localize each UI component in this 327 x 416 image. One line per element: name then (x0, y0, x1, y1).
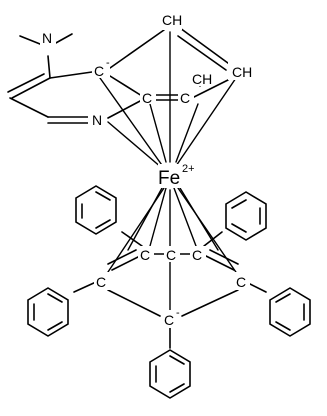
ph-c-right-upper-label: C (192, 247, 202, 263)
carbanion-upper-label: C (94, 63, 104, 79)
fe-bond-u5 (175, 103, 199, 163)
phenyl-bottom (149, 349, 191, 399)
ring-bond-d (49, 71, 93, 79)
iron-charge: 2+ (182, 163, 195, 175)
ring-bond-b (9, 97, 49, 118)
phenyl-left (27, 287, 69, 337)
carbanion-lower-label: C (164, 312, 174, 328)
ph-c-left-label: C (96, 274, 106, 290)
dimethylamino-n-label: N (42, 30, 52, 46)
fe-bond-u4 (149, 103, 167, 163)
iron-label: Fe (158, 168, 180, 189)
carbanion-upper-charge: - (106, 57, 110, 69)
lr-bond-1 (111, 255, 141, 271)
ring-n-label: N (92, 112, 102, 128)
cp-c2-label: C (180, 90, 190, 106)
cp-right-label: CH (232, 64, 252, 80)
lr-bond-4b (209, 249, 239, 265)
ring-bond-e (107, 99, 143, 119)
cp-inner-label: CH (192, 71, 212, 87)
fe-bond-u6 (107, 121, 163, 169)
cp-bond-2 (179, 27, 233, 67)
cp-c1-label: C (142, 90, 152, 106)
ph-attach-5 (203, 231, 223, 247)
ring-bond-a2 (7, 73, 45, 93)
fe-bond-u1 (99, 77, 165, 169)
lr-bond-1b (107, 249, 137, 265)
phenyl-right (269, 287, 311, 337)
methyl-bond-left (19, 35, 41, 45)
ph-c-mid-upper-label: C (166, 247, 176, 263)
lr-bond-5 (107, 289, 161, 317)
methyl-bond-right (53, 33, 73, 45)
phenyl-upper-right (225, 191, 267, 241)
carbanion-lower-charge: - (176, 307, 180, 319)
ring-bond-a (11, 77, 51, 99)
ph-attach-1 (73, 281, 97, 293)
fe-bond-u3 (175, 77, 237, 167)
fe-bond-l2 (149, 187, 167, 247)
lr-bond-6 (181, 289, 239, 317)
ph-c-right-label: C (236, 274, 246, 290)
cp-top-label: CH (162, 12, 182, 28)
fe-bond-l4 (173, 187, 197, 247)
phenyl-upper-left (75, 185, 117, 235)
n-c-bond (47, 55, 51, 79)
cp-bond-2b (177, 35, 227, 71)
cp-bond-5 (191, 79, 229, 99)
ph-attach-4 (121, 231, 143, 247)
ph-c-left-upper-label: C (140, 247, 150, 263)
cp-bond-1 (109, 29, 165, 69)
fe-bond-l5 (177, 187, 241, 279)
cp-bond-3 (109, 75, 143, 97)
lr-bond-4 (205, 255, 235, 271)
